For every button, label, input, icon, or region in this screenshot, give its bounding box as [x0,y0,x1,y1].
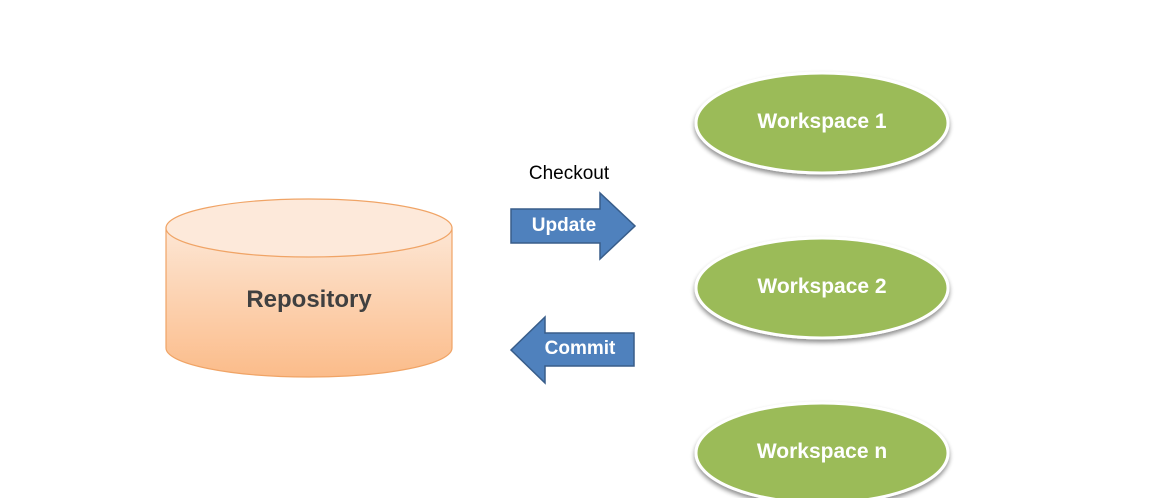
commit-label: Commit [544,338,616,359]
workspace-1-label: Workspace 1 [757,110,887,133]
workspace-2-label: Workspace 2 [757,275,887,298]
update-label: Update [531,215,597,236]
commit-arrow [509,315,635,385]
workspace-2-ellipse [694,236,950,340]
workspace-1-ellipse [694,71,950,175]
workspace-n-ellipse [694,401,950,498]
checkout-label: Checkout [528,163,610,184]
update-arrow [510,191,637,261]
repository-cylinder [165,198,453,378]
workspace-n-label: Workspace n [756,440,888,463]
repository-label: Repository [246,286,372,313]
